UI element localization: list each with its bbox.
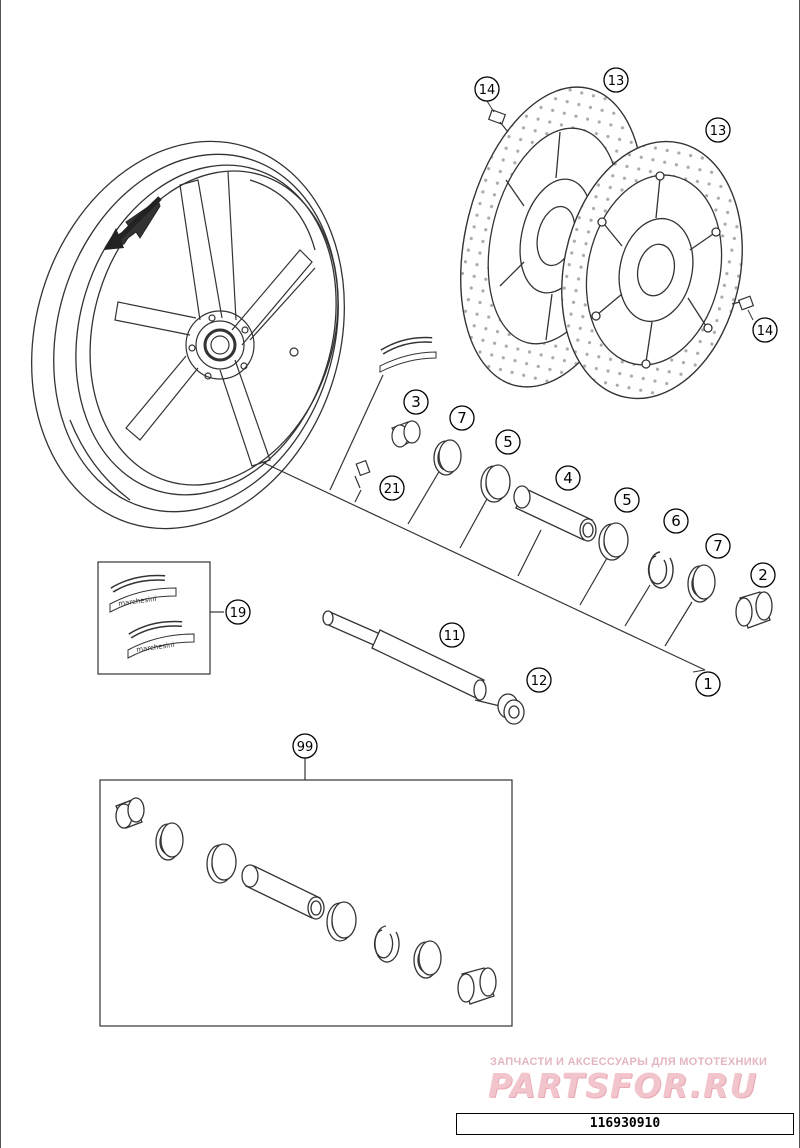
part-4-distance-tube xyxy=(513,485,597,542)
callout-1-label: 1 xyxy=(703,675,713,693)
callout-11: 11 xyxy=(439,622,465,648)
callout-5-upper: 5 xyxy=(495,429,521,455)
callout-7-lower-label: 7 xyxy=(713,537,723,555)
callout-7-lower: 7 xyxy=(705,533,731,559)
part-11-axle xyxy=(322,610,487,701)
callout-21-label: 21 xyxy=(384,482,401,497)
part-7-seal-upper xyxy=(433,439,462,476)
callout-1: 1 xyxy=(695,671,721,697)
callout-14-lower: 14 xyxy=(752,317,778,343)
callout-99: 99 xyxy=(292,733,318,759)
rotation-arrow-icon xyxy=(104,196,162,250)
callout-2-label: 2 xyxy=(758,566,768,584)
callout-21: 21 xyxy=(379,475,405,501)
kit-seal-2 xyxy=(413,940,442,979)
callout-6: 6 xyxy=(663,508,689,534)
callout-13-front: 13 xyxy=(705,117,731,143)
callout-99-label: 99 xyxy=(297,740,314,755)
kit-distance-tube xyxy=(241,864,325,920)
callout-13-rear: 13 xyxy=(603,67,629,93)
callout-19-label: 19 xyxy=(230,606,247,621)
part-99-bearing-kit-box xyxy=(99,758,513,1027)
callout-19: 19 xyxy=(225,599,251,625)
callout-6-label: 6 xyxy=(671,512,681,530)
wheel-spokes xyxy=(114,171,316,467)
part-2-spacer xyxy=(735,591,773,629)
part-3-spacer xyxy=(391,420,421,448)
kit-seal-1 xyxy=(155,822,184,861)
rim-decal xyxy=(379,336,437,373)
kit-bearing-2 xyxy=(326,901,357,942)
kit-spacer-2 xyxy=(457,967,497,1005)
callout-12: 12 xyxy=(526,667,552,693)
callout-13-rear-label: 13 xyxy=(608,74,625,89)
part-14-disc-bolt-upper xyxy=(487,109,509,133)
kit-circlip xyxy=(373,925,400,963)
callout-4: 4 xyxy=(555,465,581,491)
callout-leaders xyxy=(486,100,754,673)
part-13-brake-disc-front xyxy=(561,140,743,400)
part-6-circlip xyxy=(647,551,674,589)
callout-11-label: 11 xyxy=(444,629,461,644)
callout-5-upper-label: 5 xyxy=(503,433,513,451)
callout-14-upper: 14 xyxy=(474,76,500,102)
part-14-disc-bolt-lower xyxy=(731,295,755,311)
kit-bearing-1 xyxy=(206,843,237,884)
callout-14-upper-label: 14 xyxy=(479,83,496,98)
document-code: 116930910 xyxy=(456,1113,794,1135)
callout-3: 3 xyxy=(403,389,429,415)
part-5-bearing-upper xyxy=(480,464,511,503)
callout-2: 2 xyxy=(750,562,776,588)
callout-4-label: 4 xyxy=(563,469,573,487)
part-7-seal-lower xyxy=(687,564,716,603)
callout-12-label: 12 xyxy=(531,674,548,689)
callouts: 1 2 3 4 5 5 6 7 xyxy=(225,67,778,759)
part-21-screw xyxy=(354,459,371,489)
kit-spacer xyxy=(115,797,145,829)
part-12-axle-nut xyxy=(497,693,525,725)
callout-7-upper-label: 7 xyxy=(457,409,467,427)
callout-5-lower-label: 5 xyxy=(622,491,632,509)
watermark-logo: PARTSFOR.RU xyxy=(488,1066,758,1105)
callout-14-lower-label: 14 xyxy=(757,324,774,339)
watermark-tagline: ЗАПЧАСТИ И АКСЕССУАРЫ ДЛЯ МОТОТЕХНИКИ xyxy=(490,1056,768,1068)
callout-7-upper: 7 xyxy=(449,405,475,431)
part-19-decal-set-box: marchesini marchesini xyxy=(97,561,224,675)
wheel-hub xyxy=(185,310,299,380)
callout-5-lower: 5 xyxy=(614,487,640,513)
wheel-rim xyxy=(30,140,346,530)
assembly-leader-lines xyxy=(261,374,706,707)
callout-3-label: 3 xyxy=(411,393,421,411)
callout-13-front-label: 13 xyxy=(710,124,727,139)
part-5-bearing-lower xyxy=(598,522,629,561)
